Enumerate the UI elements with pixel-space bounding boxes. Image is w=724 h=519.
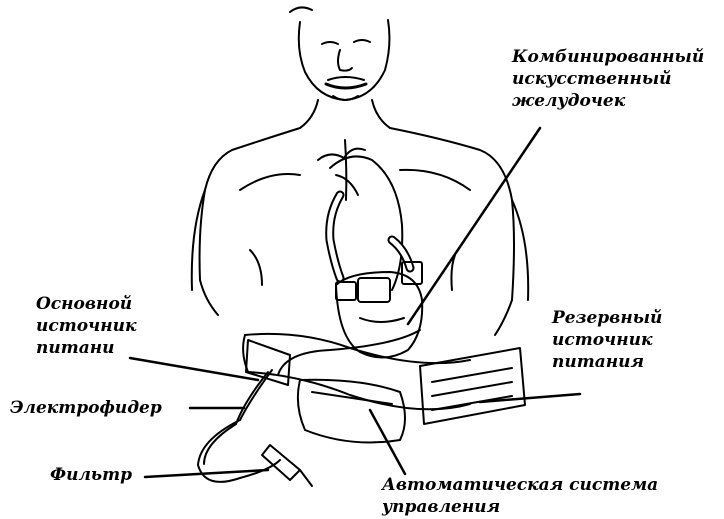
label-combined-ventricle: Комбинированный искусственный желудочек — [512, 46, 704, 112]
belt-drawing — [243, 330, 525, 442]
label-main-power-line-3: питани — [36, 337, 136, 359]
label-backup-power-line-2: источник — [552, 329, 662, 351]
label-combined-ventricle-line-1: Комбинированный — [512, 46, 704, 68]
leader-lines — [130, 128, 580, 477]
label-combined-ventricle-line-3: желудочек — [512, 90, 704, 112]
label-control-system-line-1: Автоматическая система — [382, 474, 658, 496]
label-backup-power-line-3: питания — [552, 351, 662, 373]
label-electrofeeder: Электрофидер — [10, 397, 162, 419]
label-filter: Фильтр — [50, 464, 132, 486]
label-main-power-line-2: источник — [36, 315, 136, 337]
feeder-cable-drawing — [198, 370, 312, 486]
label-backup-power: Резервный источник питания — [552, 307, 662, 373]
label-main-power: Основной источник питани — [36, 293, 136, 359]
label-electrofeeder-text: Электрофидер — [10, 397, 162, 419]
label-backup-power-line-1: Резервный — [552, 307, 662, 329]
label-filter-text: Фильтр — [50, 464, 132, 486]
label-combined-ventricle-line-2: искусственный — [512, 68, 704, 90]
torso-drawing — [192, 100, 528, 335]
label-control-system-line-2: управления — [382, 496, 658, 518]
artificial-ventricle-drawing — [318, 149, 422, 358]
label-main-power-line-1: Основной — [36, 293, 136, 315]
head-drawing — [290, 7, 389, 100]
label-control-system: Автоматическая система управления — [382, 474, 658, 518]
